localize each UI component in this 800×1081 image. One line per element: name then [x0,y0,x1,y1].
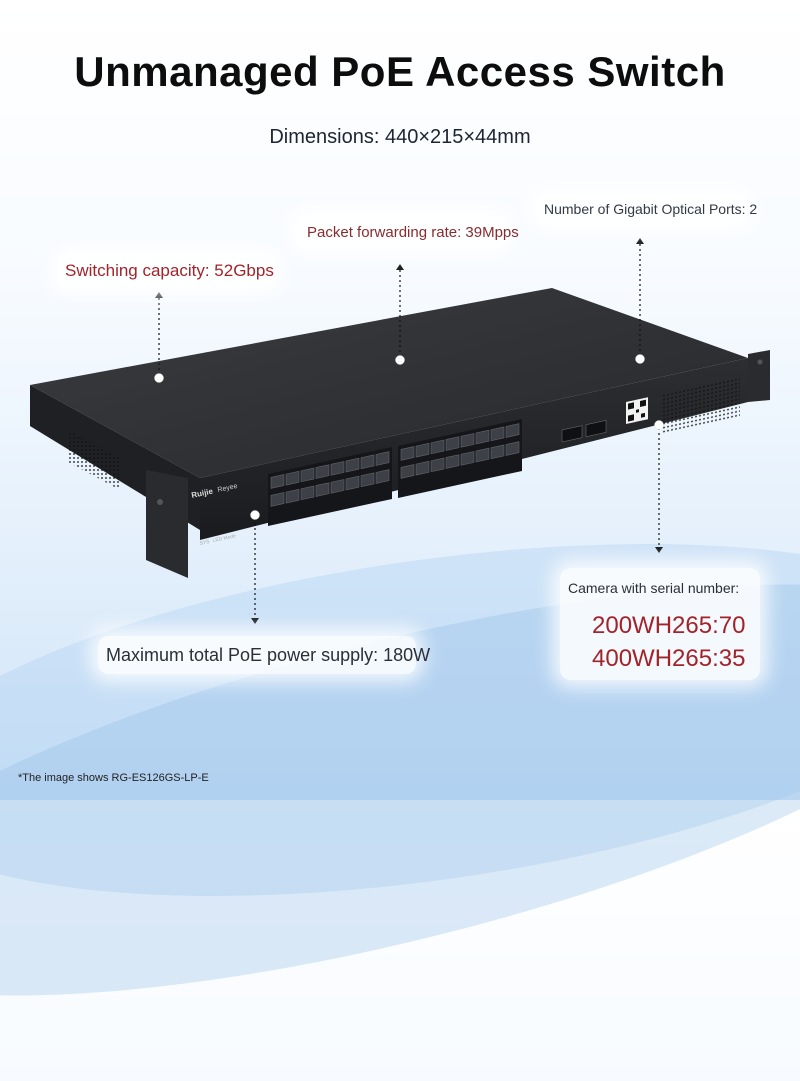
callout-dot [654,420,664,430]
dimensions-text: Dimensions: 440×215×44mm [269,126,531,148]
poe-power-label: Maximum total PoE power supply: 180W [106,645,431,665]
page-title: Unmanaged PoE Access Switch [74,48,726,95]
camera-label: Camera with serial number: [568,580,740,596]
camera-serial-1: 200WH265:70 [592,612,746,639]
footnote: *The image shows RG-ES126GS-LP-E [18,772,209,784]
packet-forwarding-label: Packet forwarding rate: 39Mpps [307,224,519,241]
led-mode-label: LED Mode [212,533,237,544]
rack-ear-right [748,350,770,402]
rack-ear-left [146,470,188,578]
optical-ports-label: Number of Gigabit Optical Ports: 2 [544,201,758,217]
arrow-down-icon [655,547,663,553]
chassis-top [30,288,748,478]
brand-logo-secondary: Reyee [217,483,238,494]
label-bubble [98,636,416,674]
arrow-up-icon [155,292,163,298]
label-bubble [536,194,746,224]
front-vent [662,376,740,434]
arrow-up-icon [396,264,404,270]
rj45-ports-block-2 [398,418,522,498]
led-sys-label: SYS [199,539,211,547]
arrow-down-icon [251,618,259,624]
callout-leaders [154,238,664,624]
callout-dot [154,373,164,383]
callout-dot [635,354,645,364]
callout-dot [395,355,405,365]
side-vent [68,430,120,490]
label-bubble [58,254,274,288]
label-bubble [296,216,506,248]
switch-illustration: Ruijie Reyee SYS LED Mode [30,288,770,578]
switching-capacity-label: Switching capacity: 52Gbps [65,261,274,280]
callout-dot [250,510,260,520]
rj45-ports-block-1 [268,446,392,526]
qr-code [626,397,648,424]
camera-serial-2: 400WH265:35 [592,645,746,672]
sfp-ports [561,420,607,443]
label-bubble [560,568,760,680]
arrow-up-icon [636,238,644,244]
